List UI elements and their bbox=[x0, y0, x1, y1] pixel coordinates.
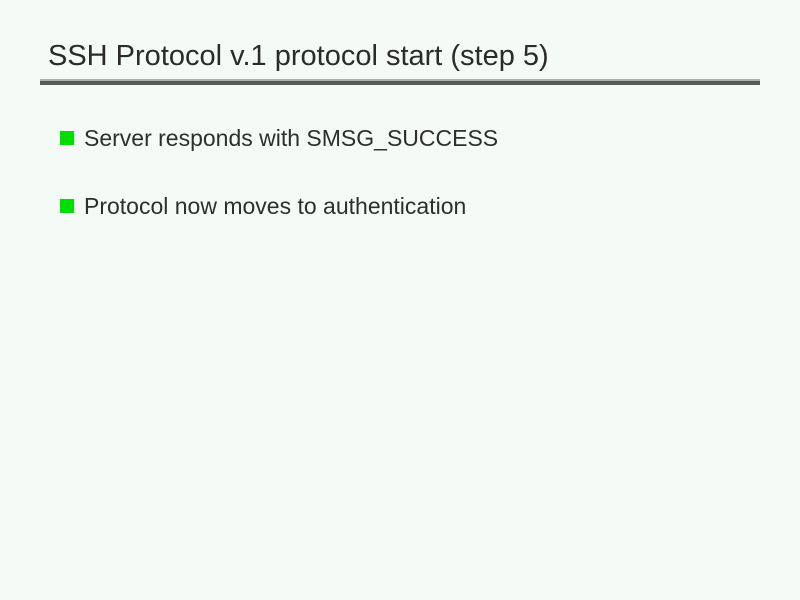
bullet-item: Protocol now moves to authentication bbox=[60, 192, 467, 219]
bullet-text: Protocol now moves to authentication bbox=[84, 192, 467, 219]
bullet-item: Server responds with SMSG_SUCCESS bbox=[60, 124, 499, 151]
bullet-square-icon bbox=[60, 199, 74, 213]
bullet-text: Server responds with SMSG_SUCCESS bbox=[84, 124, 499, 151]
slide-title: SSH Protocol v.1 protocol start (step 5) bbox=[48, 40, 549, 72]
title-underline-rule bbox=[40, 79, 760, 85]
bullet-square-icon bbox=[60, 131, 74, 145]
